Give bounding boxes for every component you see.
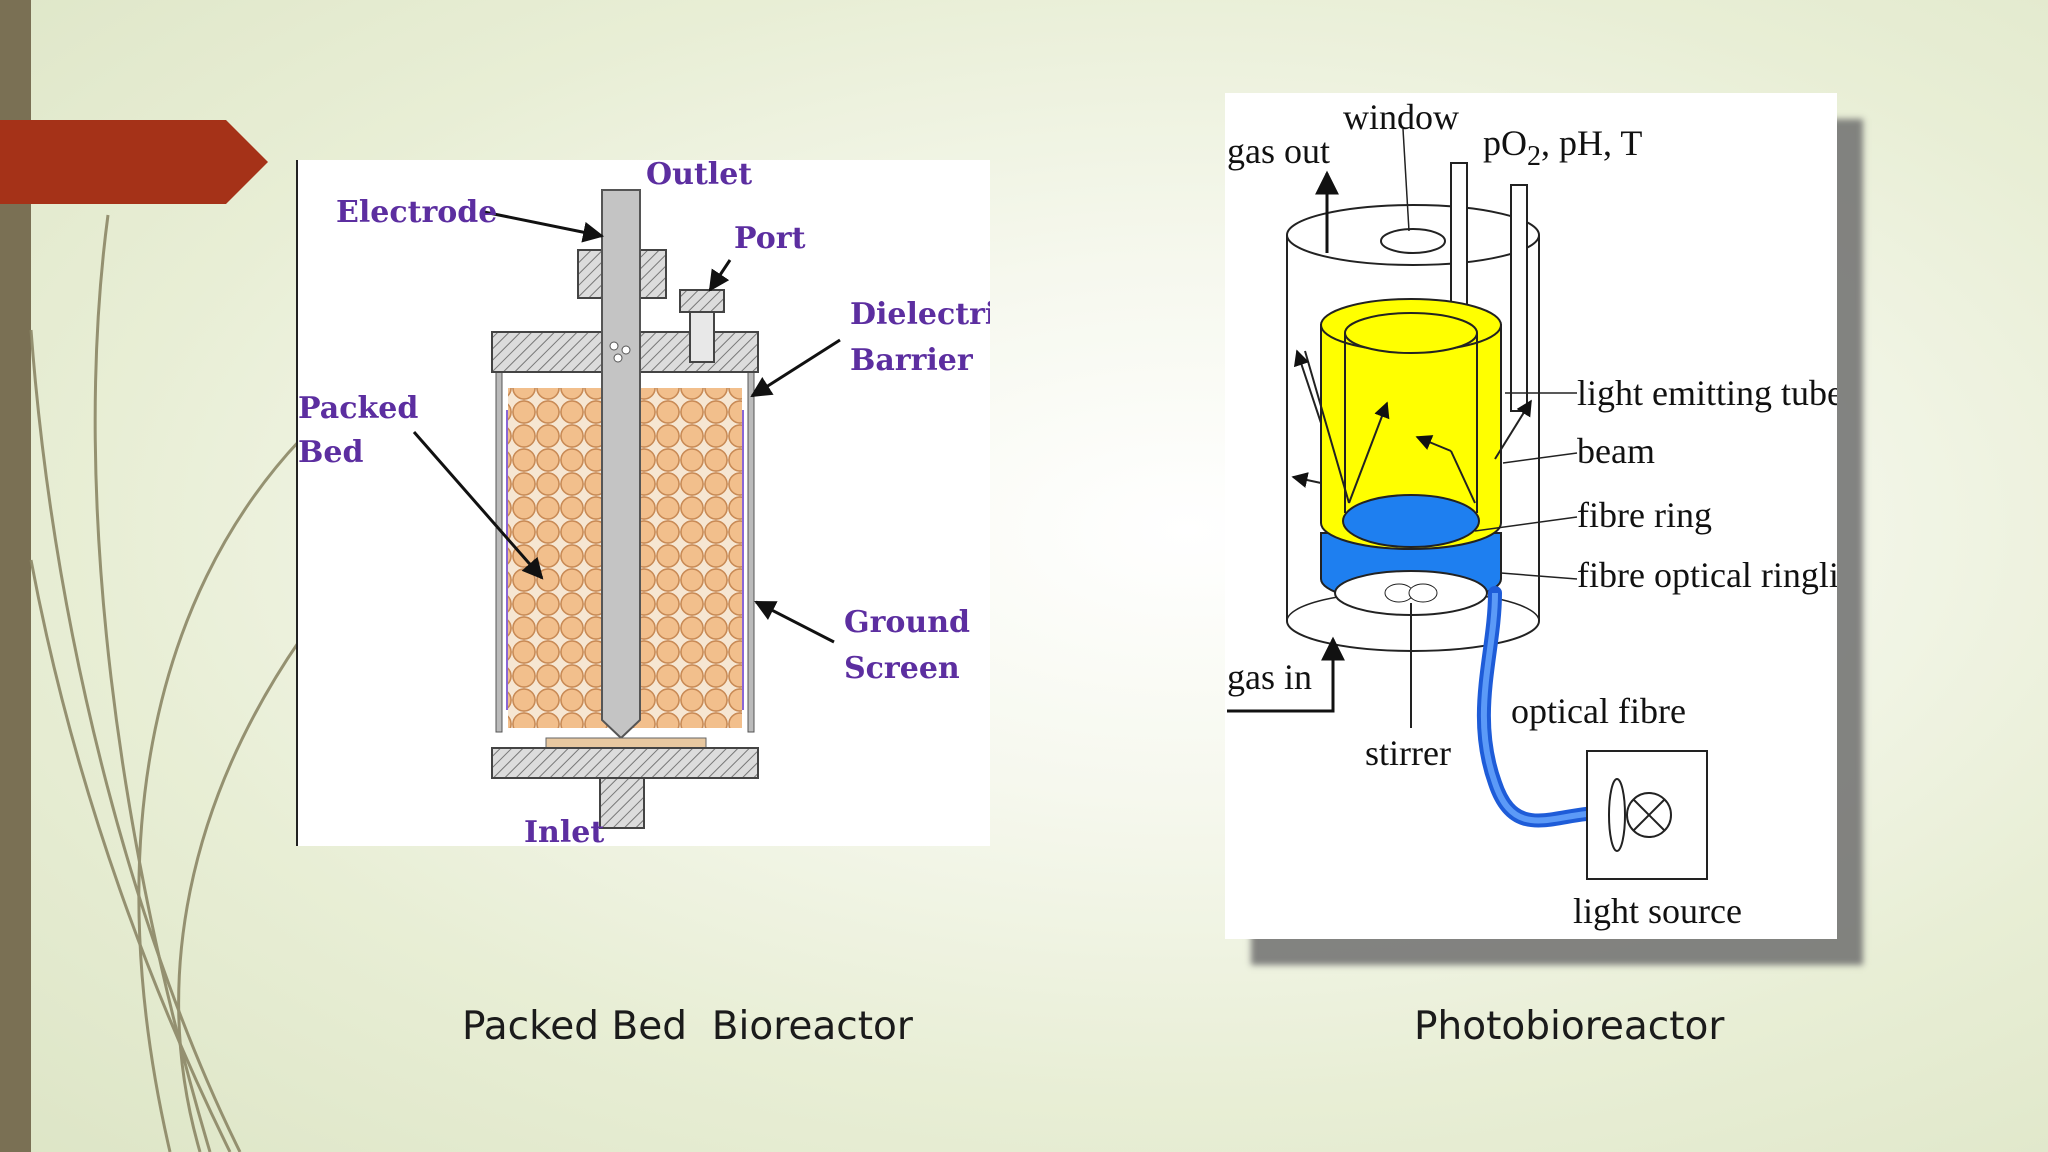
caption-photobioreactor: Photobioreactor — [1414, 1004, 1725, 1049]
photobioreactor-diagram: window gas out pO2, pH, T light emitting… — [1225, 93, 1885, 939]
label-beam: beam — [1577, 431, 1655, 471]
beam-arrow-5 — [1494, 399, 1532, 460]
label-fibre-optical-ringlight: fibre optical ringlight — [1577, 555, 1837, 595]
inlet-fitting — [599, 777, 645, 829]
bottom-cap — [491, 747, 759, 779]
probe-2 — [1510, 184, 1528, 412]
packed-bed-svg: Electrode Outlet Port Dielectric Barrier… — [296, 157, 1015, 850]
lens-icon — [1608, 778, 1626, 852]
beam-arrow-4 — [1415, 435, 1452, 452]
label-gas-in: gas in — [1227, 657, 1312, 697]
port-tube — [689, 311, 715, 363]
outer-wall-right — [747, 331, 755, 733]
beam-arrow-1 — [1293, 349, 1322, 424]
packed-bed-arrow — [412, 431, 544, 580]
port-arrow — [708, 259, 732, 292]
label-light-emitting-tube: light emitting tube — [1577, 373, 1837, 413]
label-po2-ph-t: pO2, pH, T — [1483, 123, 1642, 172]
label-inlet: Inlet — [524, 815, 604, 846]
ground-screen-arrow — [754, 600, 835, 644]
window-opening — [1380, 228, 1446, 254]
beam-arrow-3 — [1348, 401, 1390, 504]
label-dielectric: Dielectric — [850, 297, 990, 332]
gas-in-arrow — [1227, 636, 1345, 713]
label-optical-fibre: optical fibre — [1511, 691, 1686, 731]
packed-bed-diagram: Electrode Outlet Port Dielectric Barrier… — [296, 157, 1015, 850]
label-bed: Bed — [298, 435, 363, 470]
label-stirrer: stirrer — [1365, 733, 1451, 773]
fibre-ring — [1342, 494, 1480, 548]
bottom-frit — [545, 737, 707, 749]
title-flag-shape — [0, 120, 268, 204]
vessel-top-ellipse — [1286, 204, 1540, 266]
barrier-arrow — [750, 338, 841, 398]
electrode-arrow — [483, 210, 605, 243]
label-port: Port — [734, 221, 806, 256]
label-electrode: Electrode — [336, 195, 497, 230]
light-emitting-tube — [1320, 324, 1502, 550]
label-window: window — [1343, 97, 1459, 137]
label-barrier: Barrier — [850, 343, 974, 378]
port-fitting — [679, 289, 725, 313]
label-gas-out: gas out — [1227, 131, 1330, 171]
label-ground: Ground — [844, 605, 970, 640]
electrode-rod — [601, 189, 641, 740]
label-fibre-ring: fibre ring — [1577, 495, 1712, 535]
label-packed: Packed — [298, 391, 418, 426]
photobioreactor-svg: window gas out pO2, pH, T light emitting… — [1227, 97, 1885, 931]
label-outlet: Outlet — [646, 160, 752, 192]
caption-packed-bed-bioreactor: Packed Bed Bioreactor — [462, 1004, 913, 1049]
beam-arrow-2 — [1291, 472, 1322, 488]
label-light-source: light source — [1573, 891, 1742, 931]
vessel-bottom-ellipse — [1286, 620, 1540, 652]
label-screen: Screen — [844, 651, 960, 686]
